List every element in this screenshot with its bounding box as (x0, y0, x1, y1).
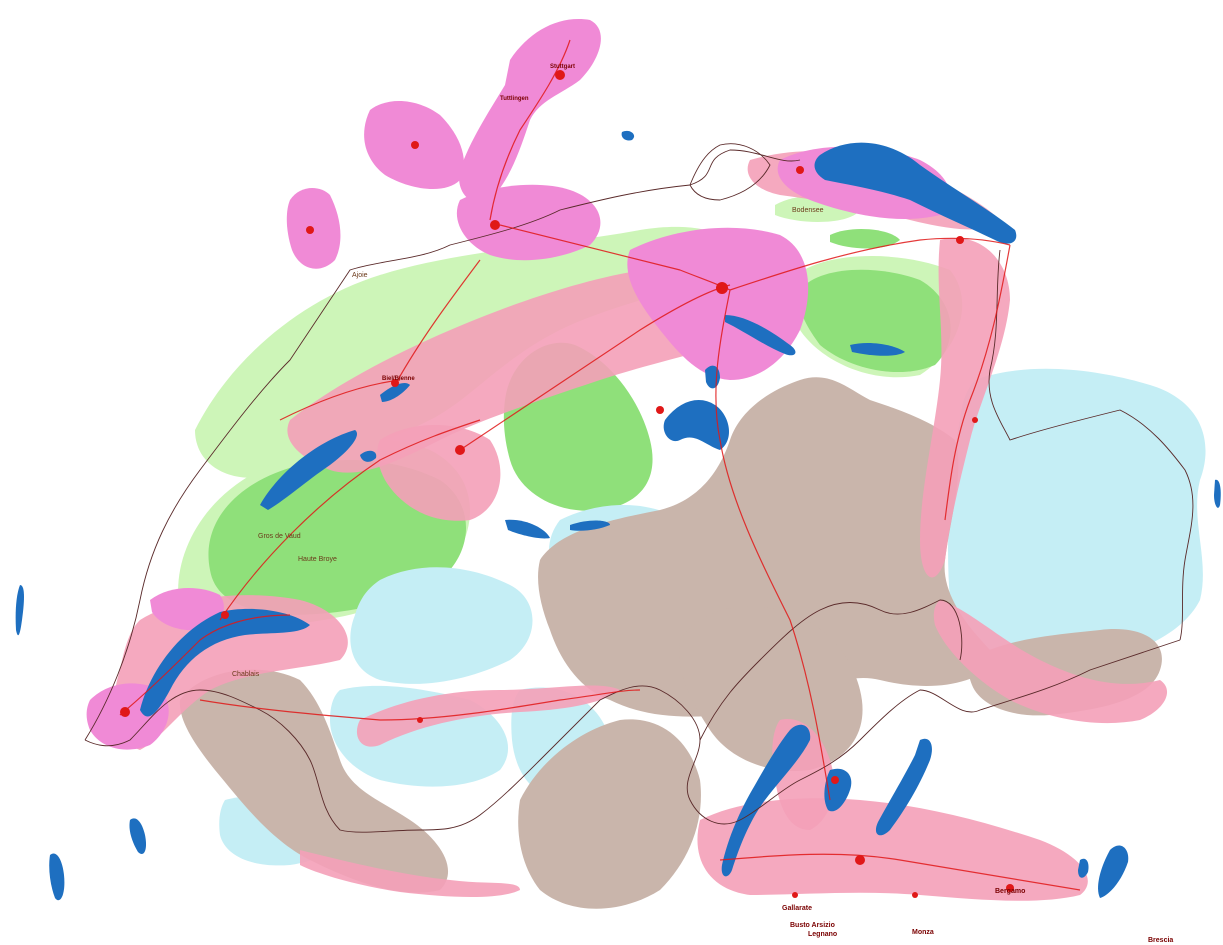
stuttgart-metro (459, 19, 601, 203)
city-marker-lugano (831, 776, 839, 784)
high-alpine-areas (179, 377, 1162, 909)
label-monza: Monza (912, 929, 934, 936)
label-brescia: Brescia (1148, 937, 1173, 944)
map-labels: Gros de Vaud Haute Broye Biel/Bienne Cha… (232, 64, 1173, 944)
lake-annecy (129, 818, 147, 855)
lake-walen (850, 342, 905, 356)
lake-bourget (49, 853, 65, 901)
lake-zurich (725, 315, 796, 356)
city-marker-gallarate (792, 892, 798, 898)
rail-line-geneva-lausanne (119, 614, 291, 716)
label-stuttgart: Stuttgart (550, 64, 575, 70)
lake-geneva-corridor (114, 595, 348, 750)
toggenburg-green (798, 269, 951, 373)
schaffhausen-border (689, 143, 771, 201)
rail-line-bern-zurich (459, 284, 731, 451)
city-marker-biel (391, 379, 399, 387)
city-marker-bergamo (1006, 884, 1014, 892)
rhine-valley-corridor (920, 238, 1010, 578)
swiss-plateau-corridor (287, 264, 770, 473)
rail-line-zurich-stgallen (729, 237, 1011, 291)
city-markers (120, 70, 1014, 898)
rail-line-rhine-valley (944, 244, 1011, 521)
small-lake-east (1214, 479, 1221, 508)
swiss-border-east (988, 249, 1194, 641)
ticino-border (699, 599, 963, 741)
label-chablais: Chablais (232, 671, 260, 678)
rail-line-biel-basel (394, 259, 481, 386)
inner-alps-area (679, 606, 863, 771)
southwestern-alps-area (179, 669, 449, 893)
valais-valley-area (350, 567, 533, 684)
rail-line-stuttgart (489, 39, 571, 221)
small-green-1 (830, 228, 900, 249)
alpine-south-corridor (933, 600, 1168, 724)
city-marker-zurich (716, 282, 728, 294)
city-marker-mulhouse (306, 226, 314, 234)
city-marker-chur (972, 417, 978, 423)
lake-geneva (140, 608, 310, 717)
label-bodensee: Bodensee (792, 207, 824, 214)
label-busto-arsizio: Busto Arsizio (790, 922, 835, 929)
lake-constance (814, 142, 1017, 244)
lake-como (875, 738, 932, 836)
label-legnano: Legnano (808, 931, 837, 938)
rail-line-jura-foot (279, 379, 401, 421)
label-gallarate: Gallarate (782, 905, 812, 912)
city-marker-lausanne (221, 611, 229, 619)
rail-line-milan-area (719, 853, 1081, 891)
lake-neuchatel (260, 430, 358, 510)
lake-lucerne (663, 400, 730, 450)
rail-line-basel-zurich (499, 224, 731, 291)
lakes (15, 130, 1221, 901)
national-borders (84, 143, 1194, 833)
lake-biel (380, 383, 410, 402)
rail-line-rhone-valley (199, 689, 641, 721)
city-marker-sion (417, 717, 423, 723)
city-marker-milan (855, 855, 865, 865)
city-marker-freiburg (411, 141, 419, 149)
city-marker-bern (455, 445, 465, 455)
label-gros-de-vaud: Gros de Vaud (258, 533, 301, 540)
city-marker-geneva (120, 707, 130, 717)
city-marker-basel (490, 220, 500, 230)
lake-brienz (570, 520, 610, 531)
bern-fribourg-corridor (377, 425, 501, 521)
lake-murten (360, 450, 377, 462)
lake-iseo (1078, 858, 1089, 878)
label-biel: Biel/Bienne (382, 376, 415, 382)
rail-line-lausanne-bern (219, 419, 481, 621)
rail-line-zurich-gotthard (715, 289, 831, 801)
city-marker-monza (912, 892, 918, 898)
label-ajoie: Ajoie (352, 272, 368, 279)
swiss-border-south (84, 639, 1181, 833)
lago-maggiore (721, 724, 811, 877)
label-haute-broye: Haute Broye (298, 556, 337, 563)
transport-network (119, 39, 1081, 891)
label-tuttlingen: Tuttlingen (500, 96, 529, 102)
city-marker-konstanz (796, 166, 804, 174)
small-lake-north (621, 130, 635, 141)
ticino-alps-area (518, 719, 701, 909)
lake-thun (505, 519, 550, 539)
lake-garda (1098, 845, 1129, 898)
lake-zug (705, 365, 720, 389)
small-lake-west (15, 585, 24, 636)
lausanne-metro (150, 588, 224, 631)
city-marker-lucerne (656, 406, 664, 414)
central-alps-area (538, 377, 1000, 717)
label-bergamo: Bergamo (995, 888, 1025, 895)
city-marker-stuttgart (555, 70, 565, 80)
engadin-valley-area (948, 368, 1206, 671)
city-marker-stgallen (956, 236, 964, 244)
swiss-border-north-west (84, 149, 801, 741)
southwest-border-corridor (300, 850, 520, 897)
